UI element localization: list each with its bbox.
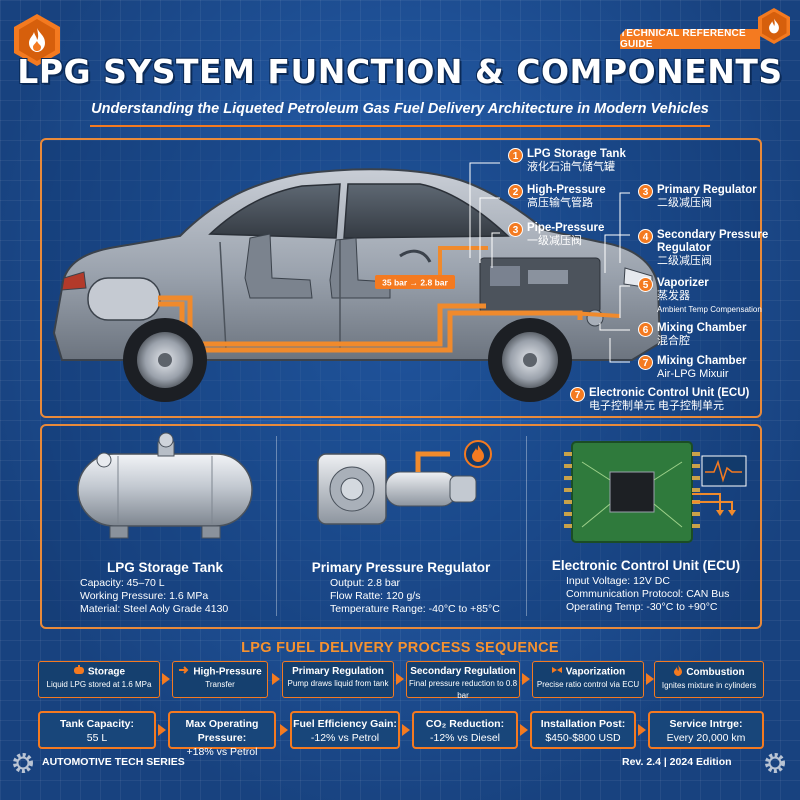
pressure-tag-bg <box>375 275 455 289</box>
flame-icon <box>673 665 683 680</box>
fuel-pipe <box>438 246 488 288</box>
engine-part <box>490 266 520 286</box>
stat-installation-cost: Installation Post:$450-$800 USD <box>530 711 636 749</box>
stat-tank-capacity: Tank Capacity:55 L <box>38 711 156 749</box>
arrow-icon <box>158 724 166 736</box>
rear-wheel <box>123 318 207 402</box>
arrow-icon <box>522 673 530 685</box>
badge-hex <box>758 8 790 44</box>
arrow-icon <box>280 724 288 736</box>
front-window <box>343 183 510 239</box>
process-step-storage: Storage Liquid LPG stored at 1.6 MPa <box>38 661 160 698</box>
process-step-high-pressure: High-Pressure Transfer <box>172 661 268 698</box>
divider <box>276 436 277 616</box>
flame-icon <box>769 18 779 34</box>
arrow-icon <box>638 724 646 736</box>
valve-icon <box>551 665 563 679</box>
process-step-primary-regulation: Primary Regulation Pump draws liquid fro… <box>282 661 394 698</box>
page-title: LPG SYSTEM FUNCTION & COMPONENTS <box>17 52 783 91</box>
leader-lines <box>469 162 630 363</box>
door-line <box>219 241 227 351</box>
arrow-icon <box>272 673 280 685</box>
component-specs-regulator: Output: 2.8 bar Flow Ratte: 120 g/s Temp… <box>330 577 500 615</box>
rear-seat <box>244 233 313 299</box>
flame-icon <box>472 445 484 462</box>
fuel-pipe <box>158 295 486 347</box>
flame-icon <box>29 28 45 52</box>
rear-window <box>208 183 341 239</box>
process-step-vaporization: Vaporization Precise ratio control via E… <box>532 661 644 698</box>
stat-co2-reduction: CO₂ Reduction:-12% vs Diesel <box>412 711 518 749</box>
component-title-regulator: Primary Pressure Regulator <box>311 560 491 575</box>
fuel-pipe <box>569 311 621 318</box>
ecu-illustration <box>564 441 747 543</box>
arrow-icon <box>162 673 170 685</box>
steering-wheel <box>399 249 432 263</box>
taillight <box>61 271 87 291</box>
component-specs-ecu: Input Voltage: 12V DC Communication Prot… <box>566 575 730 613</box>
component-title-ecu: Electronic Control Unit (ECU) <box>551 558 741 573</box>
gear-icon <box>765 753 785 773</box>
component-title-tank: LPG Storage Tank <box>106 560 224 575</box>
stat-fuel-efficiency: Fuel Efficiency Gain:-12% vs Petrol <box>290 711 400 749</box>
regulator-illustration <box>317 440 492 525</box>
arrow-icon <box>402 724 410 736</box>
process-step-combustion: Combustion Ignites mixture in cylinders <box>654 661 764 698</box>
component-specs-tank: Capacity: 45–70 L Working Pressure: 1.6 … <box>80 577 229 615</box>
logo-hex <box>14 14 60 66</box>
arrow-icon <box>646 673 654 685</box>
engine-part <box>528 270 568 284</box>
lpg-tank <box>87 277 161 321</box>
process-step-secondary-regulation: Secondary Regulation Final pressure redu… <box>406 661 520 700</box>
stat-max-pressure: Max Operating Pressure:+18% vs Petrol <box>168 711 276 758</box>
stat-service-interval: Service Intrge:Every 20,000 km <box>648 711 764 749</box>
tank-illustration <box>77 432 253 539</box>
footer-edition: Rev. 2.4 | 2024 Edition <box>622 756 732 768</box>
arrow-icon <box>396 673 404 685</box>
reference-badge: TECHNICAL REFERENCE GUIDE <box>620 29 760 49</box>
pipe-icon <box>178 665 190 679</box>
title-rule <box>90 125 710 127</box>
car-diagram: 35 bar → 2.8 bar <box>52 162 662 402</box>
pressure-tag: 35 bar → 2.8 bar <box>382 278 448 288</box>
page-subtitle: Understanding the Liqueted Petroleum Gas… <box>91 101 709 117</box>
tank-icon <box>73 665 85 679</box>
footer-series: AUTOMOTIVE TECH SERIES <box>42 756 185 768</box>
arrow-icon <box>520 724 528 736</box>
gear-icon <box>13 753 33 773</box>
front-wheel <box>488 318 572 402</box>
process-title: LPG FUEL DELIVERY PROCESS SEQUENCE <box>241 640 559 656</box>
divider <box>526 436 527 616</box>
